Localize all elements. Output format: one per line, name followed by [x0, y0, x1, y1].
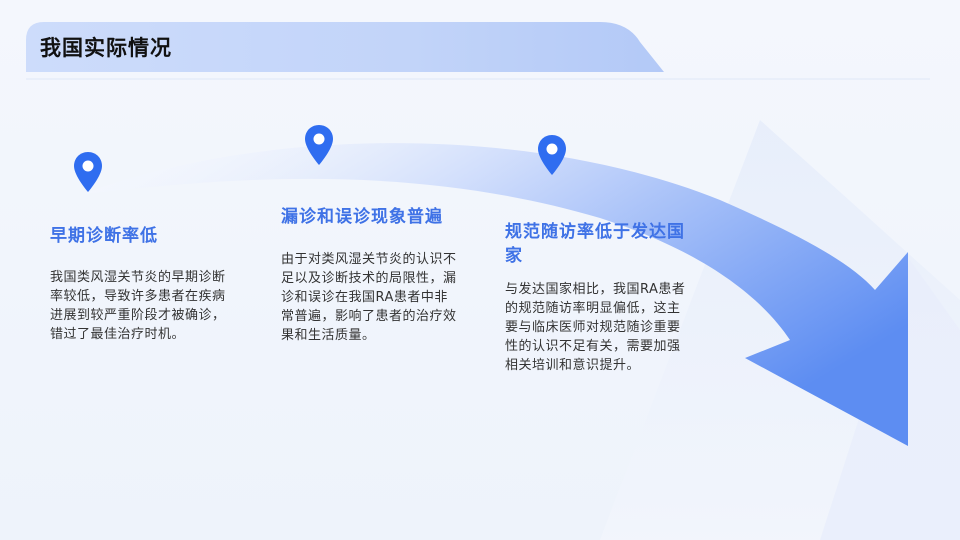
- point-2-heading: 漏诊和误诊现象普遍: [281, 207, 443, 227]
- title-banner: [26, 22, 664, 72]
- location-pin-icon: [305, 125, 333, 165]
- point-3-body: 与发达国家相比，我国RA患者的规范随访率明显偏低，这主要与临床医师对规范随诊重要…: [505, 282, 686, 373]
- point-1-body: 我国类风湿关节炎的早期诊断率较低，导致许多患者在疾病进展到较严重阶段才被确诊，错…: [50, 270, 226, 342]
- location-pin-icon: [74, 152, 102, 192]
- point-2-body: 由于对类风湿关节炎的认识不足以及诊断技术的局限性，漏诊和误诊在我国RA患者中非常…: [281, 252, 457, 343]
- point-1-heading: 早期诊断率低: [50, 226, 158, 246]
- page-title: 我国实际情况: [40, 36, 172, 60]
- point-3-heading: 规范随访率低于发达国家: [505, 222, 685, 266]
- curved-arrow: [80, 143, 908, 446]
- location-pin-icon: [538, 135, 566, 175]
